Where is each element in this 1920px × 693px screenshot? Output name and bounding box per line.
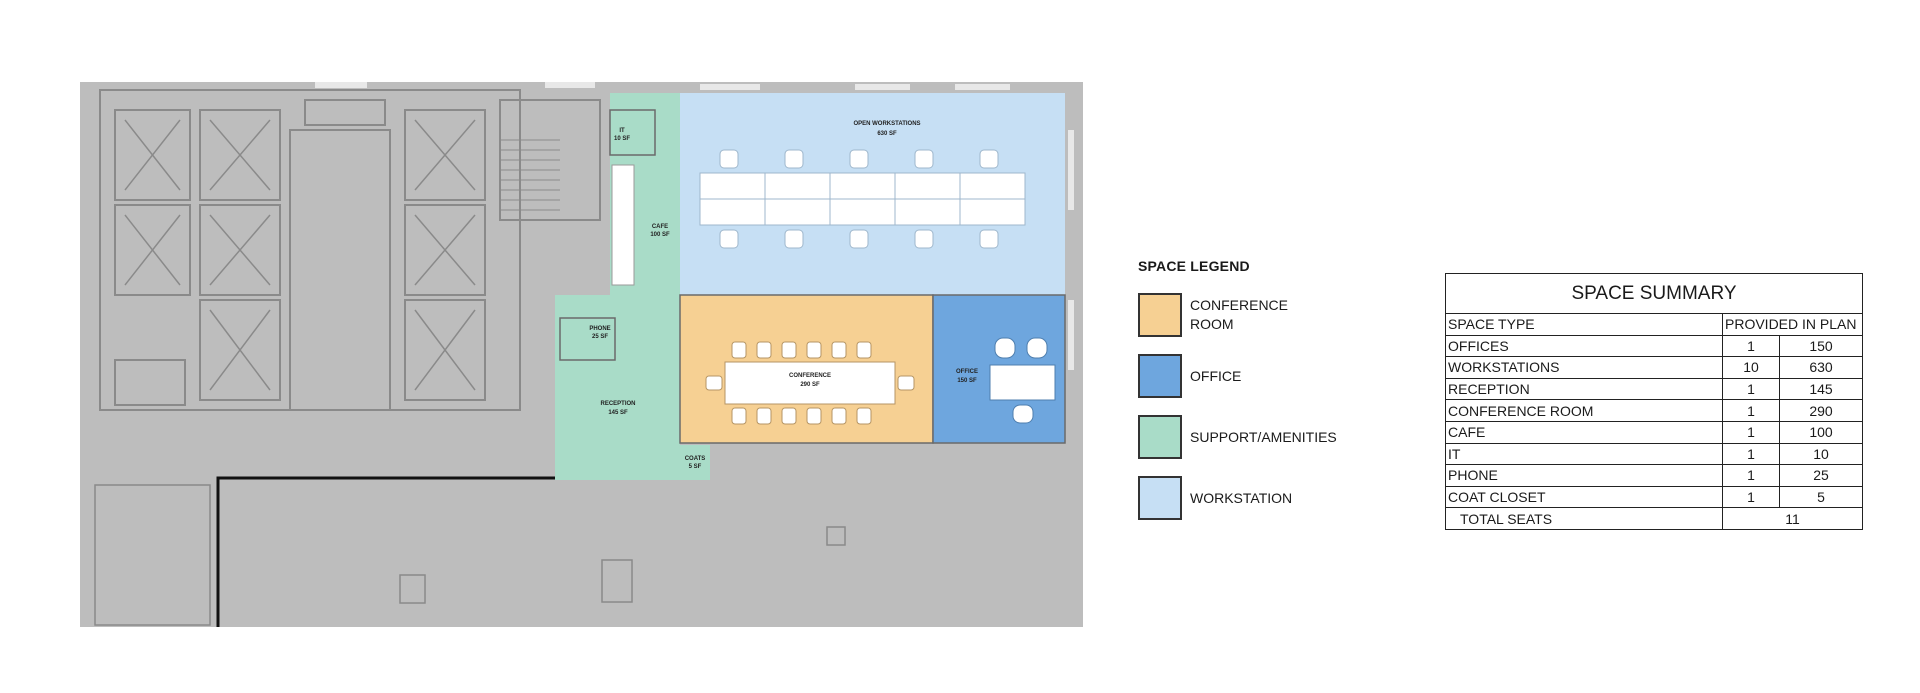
legend-swatch-support bbox=[1138, 415, 1182, 459]
room-label-reception-area: 145 SF bbox=[608, 410, 628, 416]
conference-chairs bbox=[705, 341, 915, 425]
table-row: WORKSTATIONS 10 630 bbox=[1445, 356, 1863, 379]
summary-title: SPACE SUMMARY bbox=[1445, 273, 1863, 314]
summary-count: 1 bbox=[1722, 420, 1780, 444]
summary-total-row: TOTAL SEATS 11 bbox=[1445, 507, 1863, 530]
summary-area: 5 bbox=[1779, 485, 1863, 509]
legend-swatch-workstation bbox=[1138, 476, 1182, 520]
summary-header-provided: PROVIDED IN PLAN bbox=[1722, 313, 1863, 336]
table-row: COAT CLOSET 1 5 bbox=[1445, 485, 1863, 509]
room-label-it-area: 10 SF bbox=[614, 136, 630, 142]
table-row: PHONE 1 25 bbox=[1445, 464, 1863, 487]
legend-label-conference: CONFERENCE ROOM bbox=[1190, 297, 1289, 332]
room-label-conference-area: 290 SF bbox=[800, 382, 820, 388]
summary-type: OFFICES bbox=[1445, 334, 1723, 358]
summary-count: 1 bbox=[1722, 399, 1780, 422]
summary-area: 25 bbox=[1779, 464, 1863, 487]
summary-area: 150 bbox=[1779, 334, 1863, 358]
summary-type: WORKSTATIONS bbox=[1445, 356, 1723, 379]
summary-type: RECEPTION bbox=[1445, 377, 1723, 401]
room-label-conference-name: CONFERENCE bbox=[789, 373, 831, 379]
space-legend: SPACE LEGEND CONFERENCE ROOM OFFICE SUPP… bbox=[1138, 258, 1368, 536]
summary-area: 290 bbox=[1779, 399, 1863, 422]
table-row: CONFERENCE ROOM 1 290 bbox=[1445, 399, 1863, 422]
summary-type: PHONE bbox=[1445, 464, 1723, 487]
summary-header-type: SPACE TYPE bbox=[1445, 313, 1723, 336]
legend-item-office: OFFICE bbox=[1138, 353, 1368, 399]
table-row: OFFICES 1 150 bbox=[1445, 334, 1863, 358]
summary-count: 10 bbox=[1722, 356, 1780, 379]
summary-total-value: 11 bbox=[1722, 507, 1863, 530]
room-it bbox=[609, 109, 656, 156]
legend-label-office: OFFICE bbox=[1190, 367, 1242, 384]
space-summary-table: SPACE SUMMARY SPACE TYPE PROVIDED IN PLA… bbox=[1445, 273, 1863, 530]
room-label-it-name: IT bbox=[619, 128, 625, 134]
legend-item-conference: CONFERENCE ROOM bbox=[1138, 292, 1368, 338]
room-label-cafe-area: 100 SF bbox=[650, 232, 670, 238]
window-marks bbox=[315, 82, 1074, 370]
floor-plan: IT 10 SF OPEN WORKSTATIONS 630 SF CAFE 1… bbox=[80, 82, 1083, 627]
summary-type: CONFERENCE ROOM bbox=[1445, 399, 1723, 422]
room-labels: IT 10 SF OPEN WORKSTATIONS 630 SF CAFE 1… bbox=[589, 121, 978, 470]
legend-title: SPACE LEGEND bbox=[1138, 258, 1250, 274]
room-label-coats-name: COATS bbox=[685, 456, 706, 462]
table-row: CAFE 1 100 bbox=[1445, 420, 1863, 444]
room-label-coats-area: 5 SF bbox=[689, 464, 702, 470]
summary-area: 10 bbox=[1779, 442, 1863, 466]
elevator-crosses bbox=[124, 119, 476, 391]
room-phone bbox=[559, 317, 616, 361]
legend-label-support: SUPPORT/AMENITIES bbox=[1190, 428, 1337, 445]
room-label-phone-area: 25 SF bbox=[592, 334, 608, 340]
legend-item-support: SUPPORT/AMENITIES bbox=[1138, 414, 1368, 460]
room-label-cafe-name: CAFE bbox=[652, 224, 668, 230]
legend-swatch-conference bbox=[1138, 293, 1182, 337]
room-label-phone-name: PHONE bbox=[589, 326, 610, 332]
conference-table bbox=[724, 361, 896, 405]
summary-count: 1 bbox=[1722, 464, 1780, 487]
lower-tenant-area bbox=[94, 484, 846, 626]
summary-area: 630 bbox=[1779, 356, 1863, 379]
summary-type: IT bbox=[1445, 442, 1723, 466]
table-row: RECEPTION 1 145 bbox=[1445, 377, 1863, 401]
room-label-office-name: OFFICE bbox=[956, 369, 978, 375]
summary-area: 145 bbox=[1779, 377, 1863, 401]
summary-area: 100 bbox=[1779, 420, 1863, 444]
office-desk bbox=[989, 364, 1056, 401]
summary-count: 1 bbox=[1722, 334, 1780, 358]
table-row: IT 1 10 bbox=[1445, 442, 1863, 466]
summary-total-label: TOTAL SEATS bbox=[1445, 507, 1723, 530]
summary-type: CAFE bbox=[1445, 420, 1723, 444]
summary-count: 1 bbox=[1722, 485, 1780, 509]
demising-wall bbox=[216, 476, 555, 627]
summary-title-row: SPACE SUMMARY bbox=[1445, 273, 1863, 314]
summary-count: 1 bbox=[1722, 377, 1780, 401]
legend-swatch-office bbox=[1138, 354, 1182, 398]
cafe-counter bbox=[611, 164, 635, 286]
room-label-workstations-name: OPEN WORKSTATIONS bbox=[853, 121, 920, 127]
stair bbox=[500, 139, 560, 211]
room-label-reception-name: RECEPTION bbox=[600, 401, 635, 407]
legend-label-workstation: WORKSTATION bbox=[1190, 489, 1293, 506]
summary-count: 1 bbox=[1722, 442, 1780, 466]
workstation-bench bbox=[699, 172, 1026, 226]
room-label-workstations-area: 630 SF bbox=[877, 131, 897, 137]
summary-header-row: SPACE TYPE PROVIDED IN PLAN bbox=[1445, 313, 1863, 336]
legend-item-workstation: WORKSTATION bbox=[1138, 475, 1368, 521]
building-core bbox=[99, 89, 601, 411]
summary-type: COAT CLOSET bbox=[1445, 485, 1723, 509]
workstation-chairs bbox=[719, 149, 999, 249]
office-chairs bbox=[994, 337, 1048, 424]
room-label-office-area: 150 SF bbox=[957, 378, 977, 384]
